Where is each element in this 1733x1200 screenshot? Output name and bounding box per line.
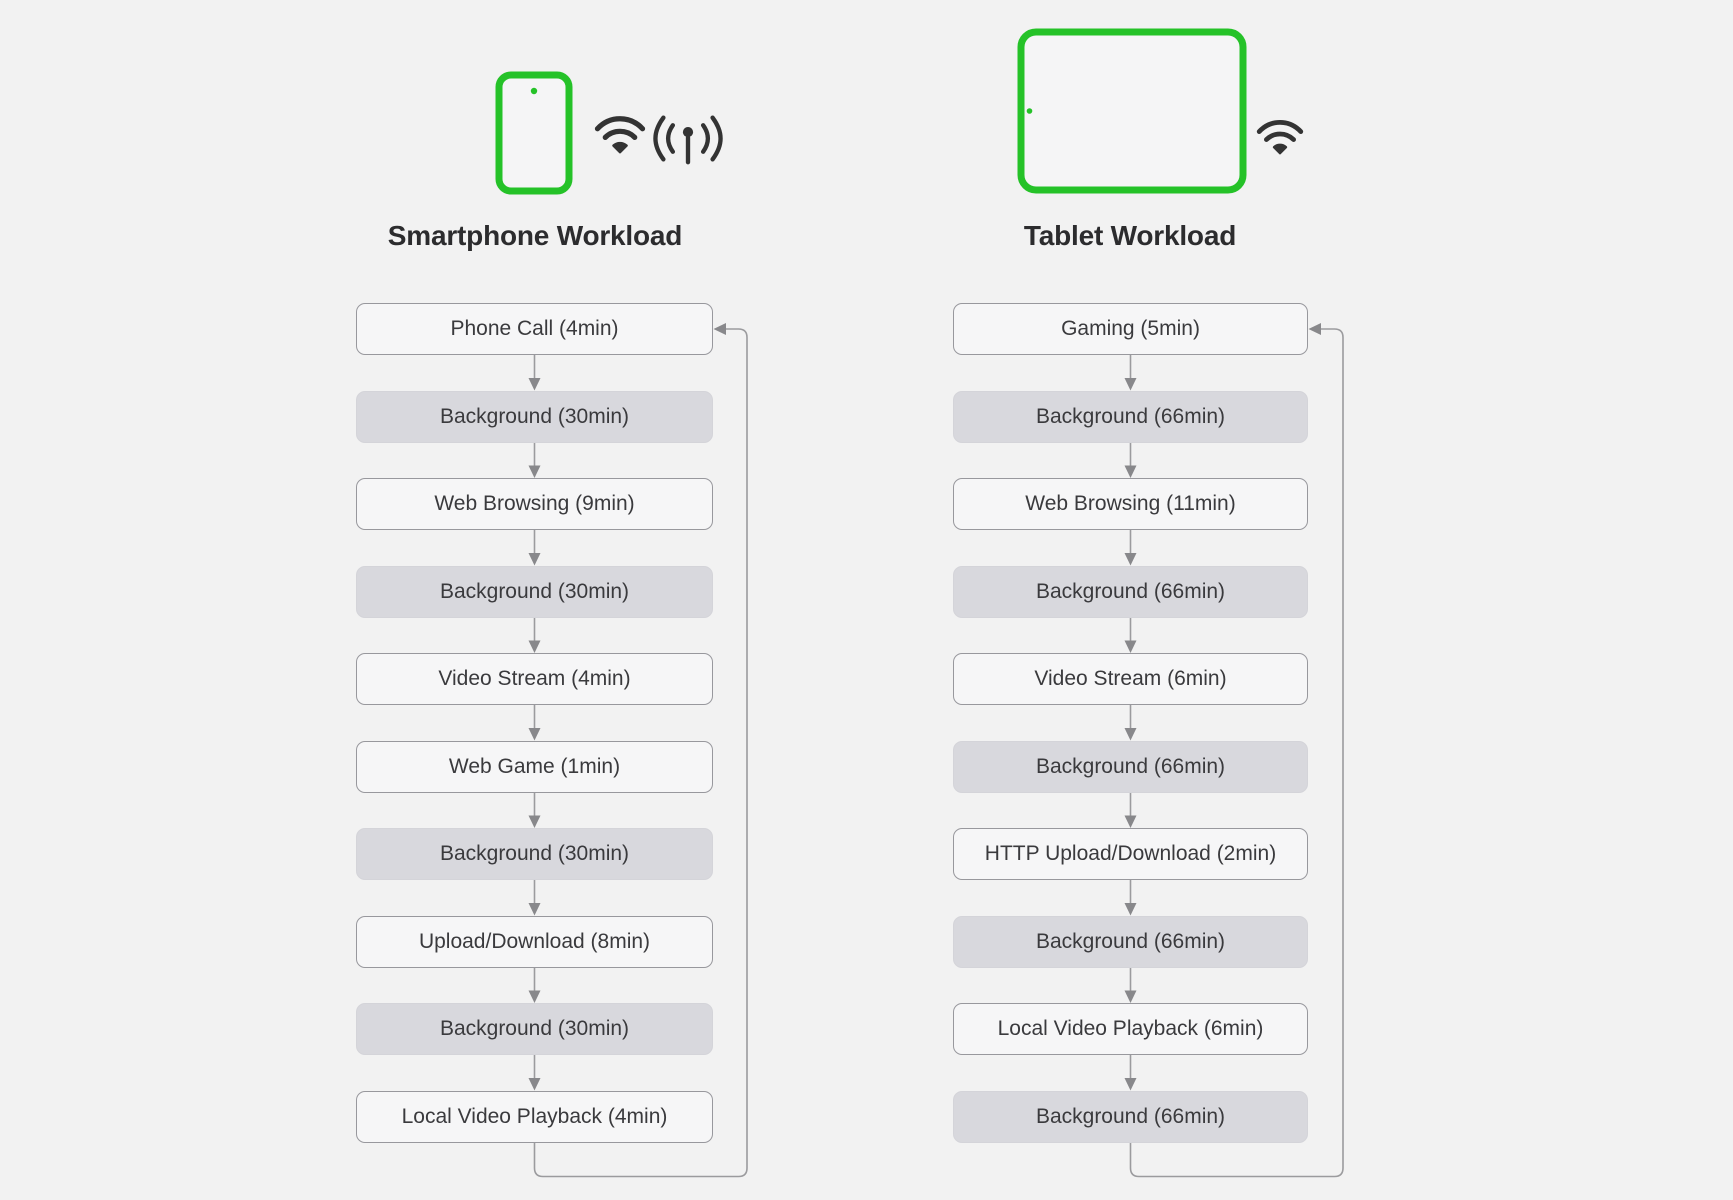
- tablet-loop-arrow: [1129, 323, 1344, 1178]
- tablet-column-title: Tablet Workload: [1023, 220, 1237, 251]
- flow-node: Web Game (1min): [356, 740, 713, 793]
- tablet-flowchart: Gaming (5min) Background (66min) Web Bro…: [953, 303, 1308, 1143]
- flow-node: Web Browsing (9min): [356, 478, 713, 530]
- wifi-icon: [594, 116, 646, 154]
- smartphone-loop-arrow: [533, 323, 748, 1178]
- flow-node: Upload/Download (8min): [356, 915, 713, 968]
- smartphone-flowchart: Phone Call (4min) Background (30min) Web…: [356, 303, 713, 1143]
- flow-node: HTTP Upload/Download (2min): [953, 828, 1308, 880]
- smartphone-icon: [495, 71, 573, 195]
- tablet-icon: [1017, 28, 1247, 194]
- flow-node: Phone Call (4min): [356, 303, 713, 355]
- flow-node: Background (66min): [953, 1090, 1308, 1143]
- flow-node: Background (30min): [356, 828, 713, 880]
- flow-node: Background (66min): [953, 915, 1308, 968]
- flow-node: Background (66min): [953, 740, 1308, 793]
- flow-node: Background (66min): [953, 565, 1308, 618]
- cellular-signal-icon: [653, 115, 723, 165]
- flow-node: Background (30min): [356, 565, 713, 618]
- flow-node: Background (66min): [953, 390, 1308, 443]
- flow-node: Video Stream (4min): [356, 653, 713, 705]
- flow-node: Video Stream (6min): [953, 653, 1308, 705]
- flow-node: Local Video Playback (4min): [356, 1090, 713, 1143]
- flow-node: Background (30min): [356, 1003, 713, 1055]
- smartphone-column-title: Smartphone Workload: [387, 220, 683, 251]
- flow-node: Gaming (5min): [953, 303, 1308, 355]
- wifi-icon: [1256, 119, 1304, 155]
- flow-node: Local Video Playback (6min): [953, 1003, 1308, 1055]
- flow-node: Background (30min): [356, 390, 713, 443]
- flow-node: Web Browsing (11min): [953, 478, 1308, 530]
